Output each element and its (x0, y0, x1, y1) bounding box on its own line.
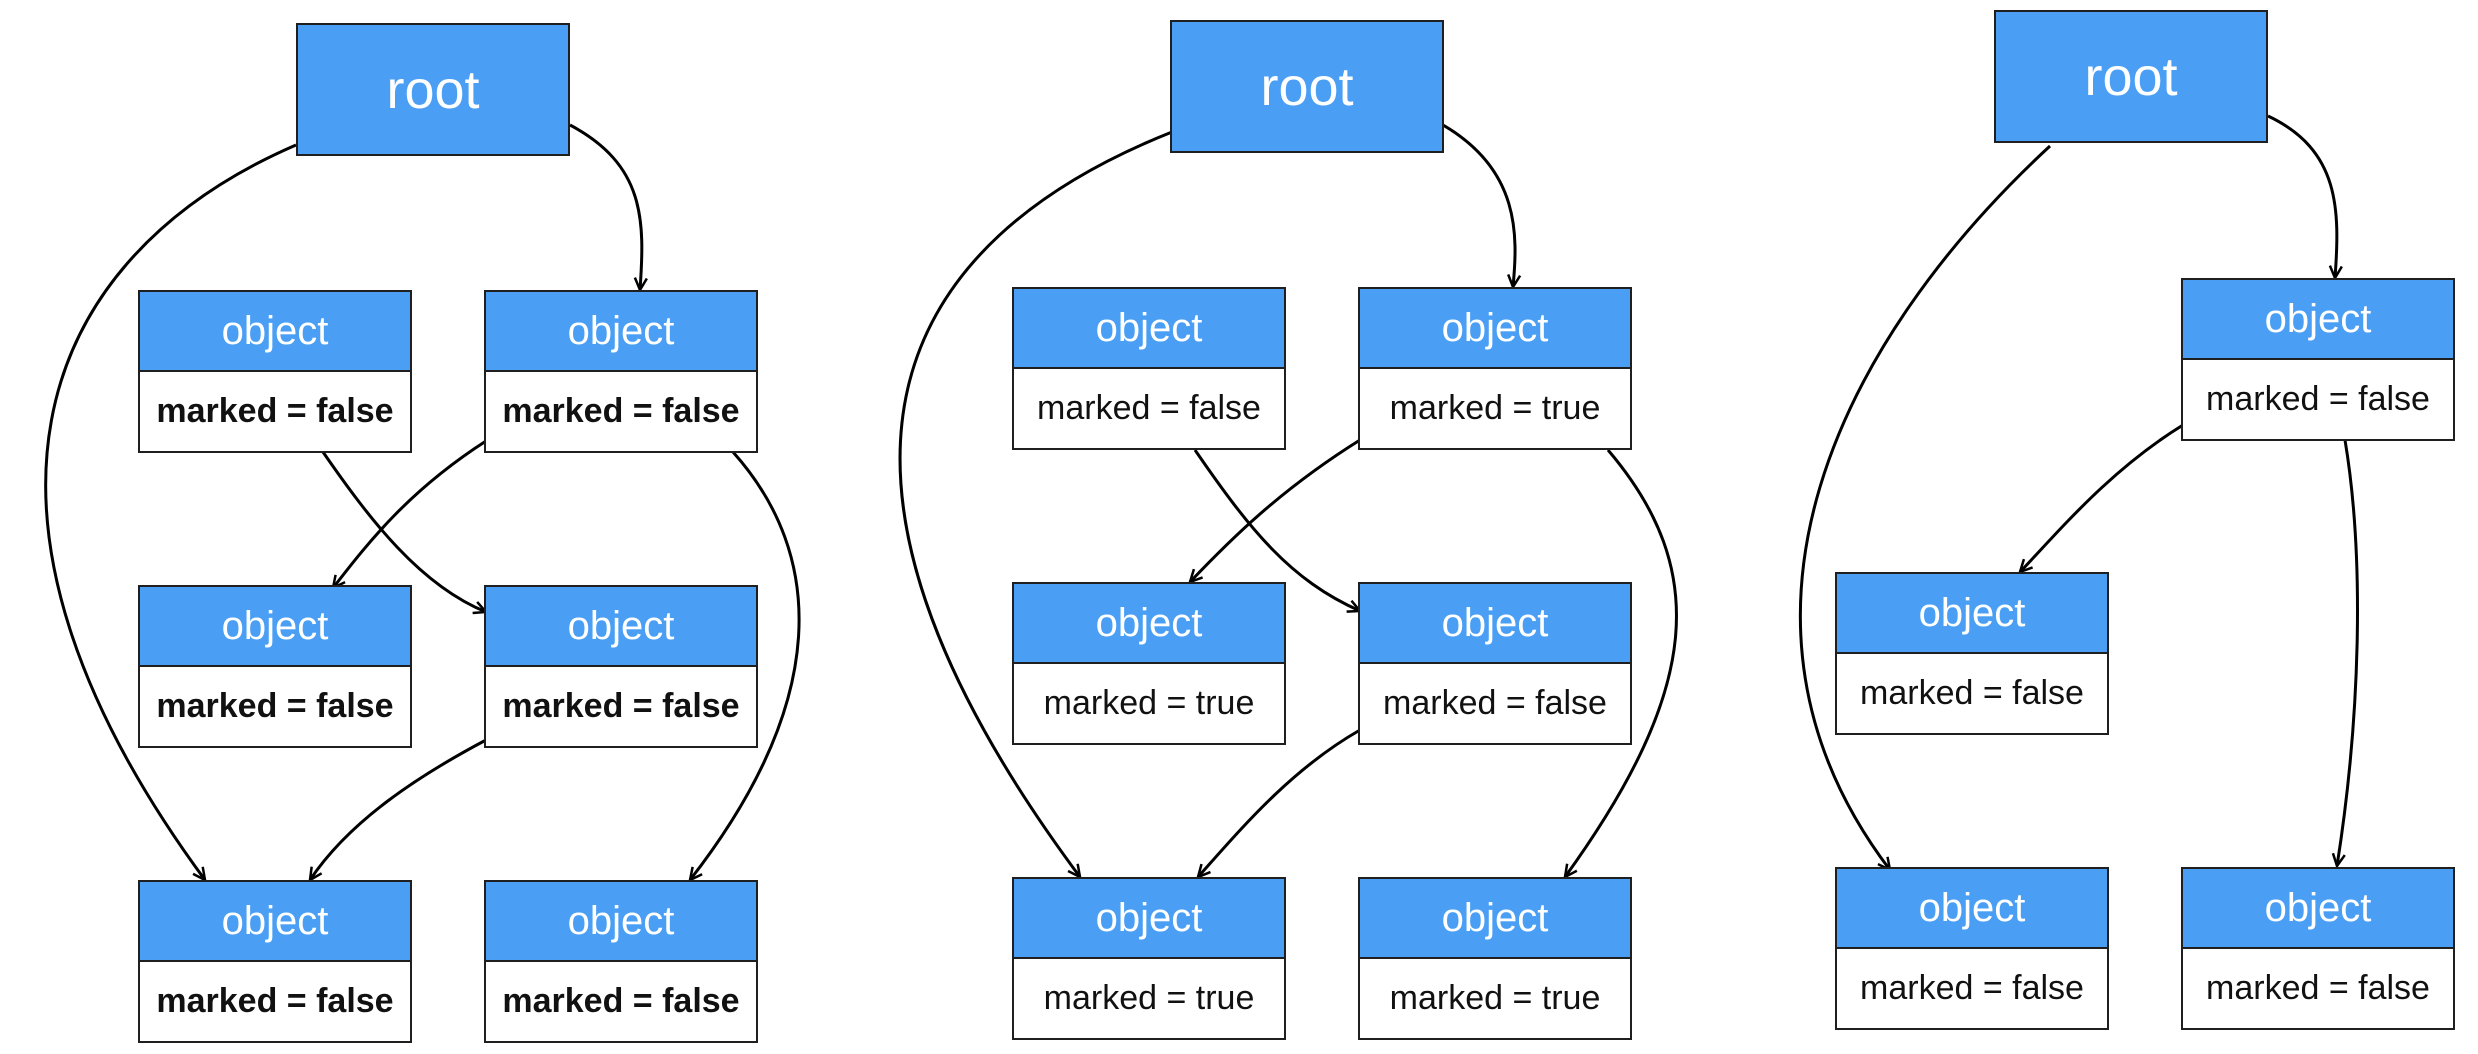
marked-state: marked = false (1860, 969, 2084, 1007)
marked-state: marked = false (502, 982, 740, 1020)
marked-state: marked = false (502, 687, 740, 725)
marked-state: marked = false (156, 982, 394, 1020)
d3-object-bottom-right: object marked = false (2181, 867, 2455, 1030)
edge-d3-root-to-top-right (2267, 114, 2337, 278)
d1-object-bottom-right: object marked = false (484, 880, 758, 1043)
marked-state: marked = true (1043, 979, 1255, 1017)
edge-d1-root-to-top-right (569, 123, 642, 290)
d1-object-bottom-left: object marked = false (138, 880, 412, 1043)
marked-state: marked = false (156, 687, 394, 725)
marked-state: marked = false (156, 392, 394, 430)
object-header: object (1360, 289, 1630, 369)
edge-d1-root-to-bottom-left (44, 143, 297, 880)
marked-state: marked = false (2206, 380, 2430, 418)
d1-object-top-left: object marked = false (138, 290, 412, 453)
edge-d1-top-left-to-mid-right (321, 451, 486, 612)
edge-d3-top-right-to-bottom-right (2337, 439, 2359, 866)
object-header: object (486, 587, 756, 667)
marked-state: marked = false (1860, 674, 2084, 712)
d3-object-bottom-left: object marked = false (1835, 867, 2109, 1030)
marked-state: marked = true (1043, 684, 1255, 722)
marked-state: marked = false (502, 392, 740, 430)
d1-root-label: root (386, 59, 480, 120)
edge-d2-top-left-to-mid-right (1193, 449, 1360, 611)
object-header: object (140, 882, 410, 962)
edge-d3-top-right-to-mid-left (2020, 423, 2184, 572)
object-header: object (1014, 879, 1284, 959)
marked-state: marked = false (1383, 684, 1607, 722)
edge-d1-top-right-to-bottom-right (690, 451, 801, 880)
d2-root-label: root (1260, 56, 1354, 117)
d3-object-mid-left: object marked = false (1835, 572, 2109, 735)
d3-root-label: root (2084, 46, 2178, 107)
edge-d2-mid-right-to-bottom-left (1198, 728, 1361, 877)
edge-d1-mid-right-to-bottom-left (310, 738, 487, 880)
d2-object-bottom-right: object marked = true (1358, 877, 1632, 1040)
edge-d2-top-right-to-bottom-right (1565, 449, 1678, 877)
object-header: object (2183, 869, 2453, 949)
edge-d2-root-to-bottom-left (898, 130, 1173, 877)
d1-object-top-right: object marked = false (484, 290, 758, 453)
d1-root-node: root (296, 23, 570, 156)
d3-object-top-right: object marked = false (2181, 278, 2455, 441)
object-header: object (486, 882, 756, 962)
d1-object-mid-left: object marked = false (138, 585, 412, 748)
object-header: object (2183, 280, 2453, 360)
edge-d2-root-to-top-right (1442, 123, 1515, 287)
object-header: object (1360, 879, 1630, 959)
object-header: object (1014, 289, 1284, 369)
object-header: object (140, 587, 410, 667)
object-header: object (1837, 869, 2107, 949)
object-header: object (140, 292, 410, 372)
object-header: object (1837, 574, 2107, 654)
d2-object-top-left: object marked = false (1012, 287, 1286, 450)
edge-d3-root-to-bottom-left (1798, 144, 2052, 870)
edge-d1-top-right-to-mid-left (333, 439, 487, 588)
d2-object-bottom-left: object marked = true (1012, 877, 1286, 1040)
d2-object-top-right: object marked = true (1358, 287, 1632, 450)
d2-object-mid-right: object marked = false (1358, 582, 1632, 745)
d2-object-mid-left: object marked = true (1012, 582, 1286, 745)
object-header: object (486, 292, 756, 372)
marked-state: marked = false (1037, 389, 1261, 427)
d3-root-node: root (1994, 10, 2268, 143)
d2-root-node: root (1170, 20, 1444, 153)
edge-d2-top-right-to-mid-left (1190, 438, 1361, 582)
d1-object-mid-right: object marked = false (484, 585, 758, 748)
marked-state: marked = true (1389, 979, 1601, 1017)
marked-state: marked = true (1389, 389, 1601, 427)
object-header: object (1014, 584, 1284, 664)
object-header: object (1360, 584, 1630, 664)
marked-state: marked = false (2206, 969, 2430, 1007)
